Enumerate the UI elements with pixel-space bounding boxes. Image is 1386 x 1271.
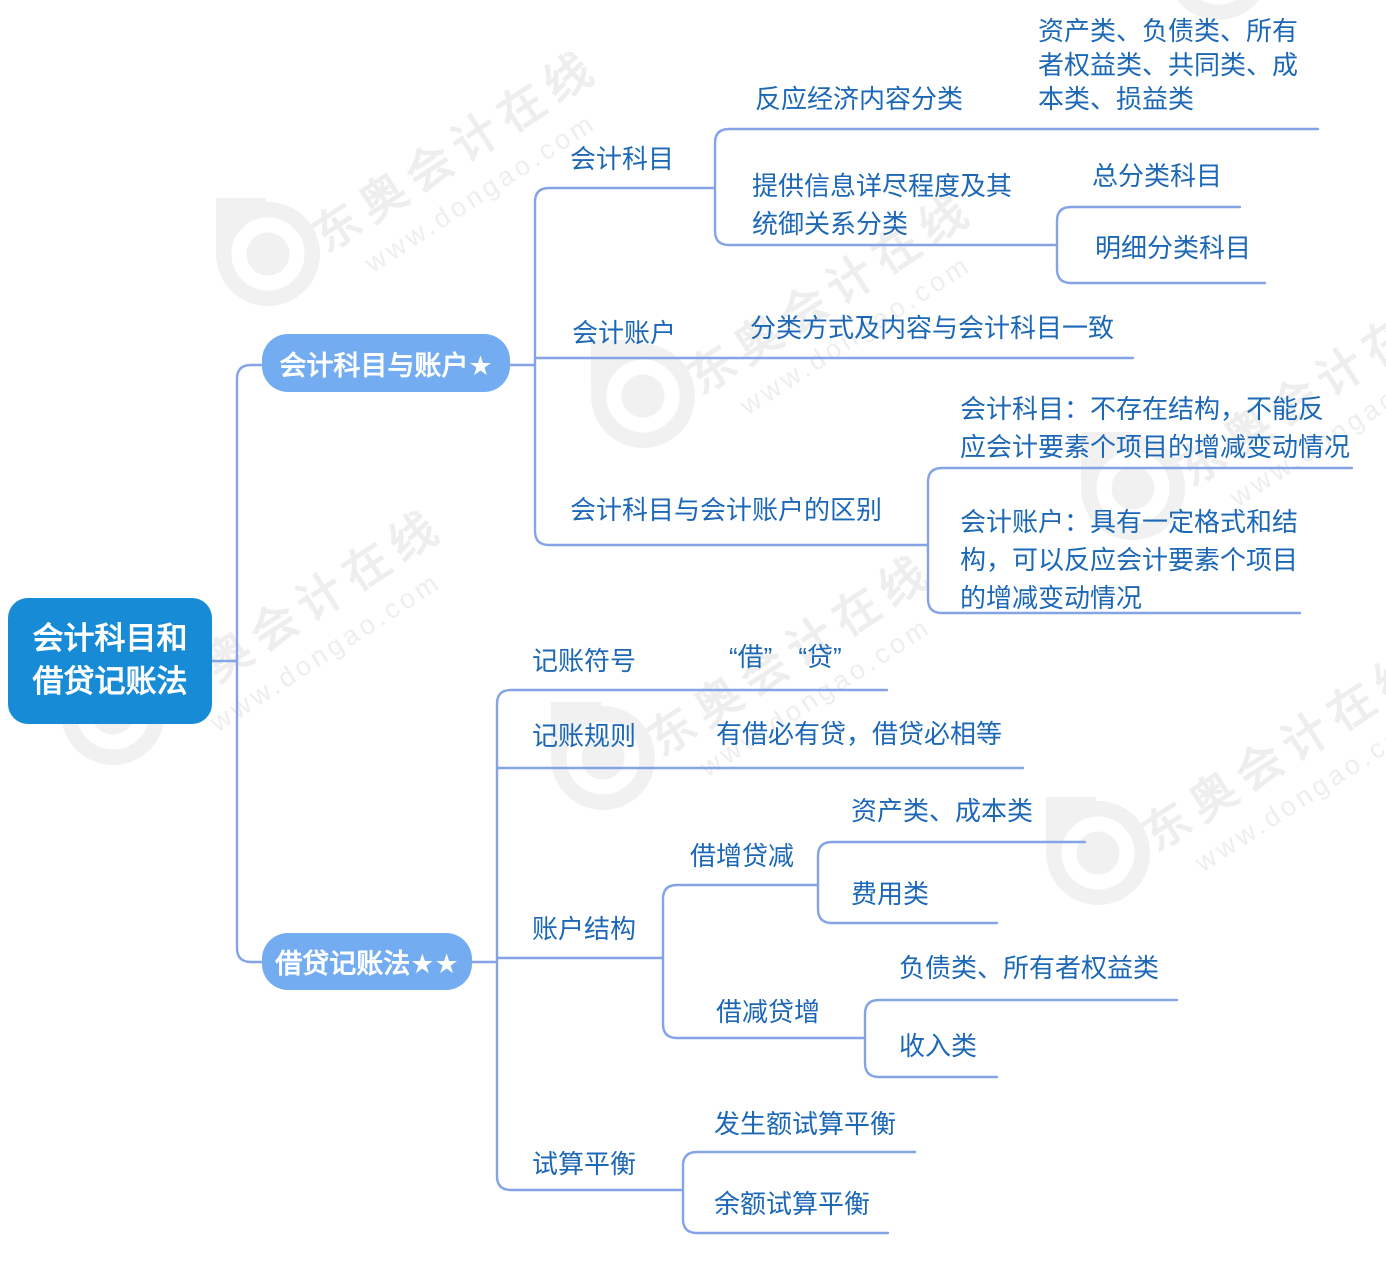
topic-liability-equity[interactable]: 负债类、所有者权益类	[899, 953, 1160, 983]
topic-debit-credit-symbols[interactable]: “借” “贷”	[729, 642, 842, 672]
topic-accounting-account[interactable]: 会计账户	[572, 318, 677, 348]
topic-bookkeeping-symbol[interactable]: 记账符号	[532, 646, 637, 676]
topic-expense[interactable]: 费用类	[851, 879, 930, 909]
connector-branch1-bracket	[533, 186, 930, 547]
topic-general-ledger-subject[interactable]: 总分类科目	[1092, 161, 1223, 191]
topic-revenue[interactable]: 收入类	[899, 1031, 978, 1061]
connector-trunk	[235, 363, 264, 964]
branch-topic-debit-credit[interactable]: 借贷记账法★★	[262, 933, 472, 990]
connector-debit-decrease-children	[863, 998, 1179, 1079]
topic-accounting-subjects[interactable]: 会计科目	[570, 144, 675, 174]
topic-debit-decrease[interactable]: 借减贷增	[716, 997, 821, 1027]
topic-occurrence-trial-balance[interactable]: 发生额试算平衡	[714, 1109, 897, 1139]
branch-topic-accounts[interactable]: 会计科目与账户★	[262, 334, 510, 392]
connector-trial-children	[681, 1150, 917, 1235]
topic-debit-increase[interactable]: 借增贷减	[690, 841, 795, 871]
topic-detail-subject[interactable]: 明细分类科目	[1095, 233, 1252, 263]
topic-balance-trial-balance[interactable]: 余额试算平衡	[714, 1189, 871, 1219]
topic-bookkeeping-rule[interactable]: 记账规则	[532, 721, 637, 751]
connector-difference-children	[926, 466, 1354, 615]
connector-debit-increase-children	[816, 840, 1087, 925]
topic-subject-note[interactable]: 会计科目：不存在结构，不能反 应会计要素个项目的增减变动情况	[960, 394, 1351, 462]
topic-rule-text[interactable]: 有借必有贷，借贷必相等	[716, 719, 1003, 749]
connector-structure-children	[661, 883, 867, 1040]
topic-detail-degree-classification[interactable]: 提供信息详尽程度及其 统御关系分类	[752, 171, 1013, 239]
connector-detail-children	[1055, 205, 1267, 285]
connector-branch2-bracket	[495, 688, 889, 1192]
topic-asset-cost[interactable]: 资产类、成本类	[851, 796, 1034, 826]
topic-trial-balance[interactable]: 试算平衡	[532, 1149, 637, 1179]
topic-subject-account-difference[interactable]: 会计科目与会计账户的区别	[570, 495, 883, 525]
topic-classification-consistent[interactable]: 分类方式及内容与会计科目一致	[750, 313, 1115, 343]
connector-subject-children	[713, 127, 1320, 247]
topic-account-structure[interactable]: 账户结构	[532, 914, 637, 944]
topic-account-note[interactable]: 会计账户：具有一定格式和结 构，可以反应会计要素个项目 的增减变动情况	[960, 507, 1299, 613]
topic-economic-content-classification[interactable]: 反应经济内容分类	[755, 84, 964, 114]
topic-subject-categories[interactable]: 资产类、负债类、所有 者权益类、共同类、成 本类、损益类	[1038, 16, 1299, 114]
root-topic[interactable]: 会计科目和 借贷记账法	[8, 598, 212, 724]
